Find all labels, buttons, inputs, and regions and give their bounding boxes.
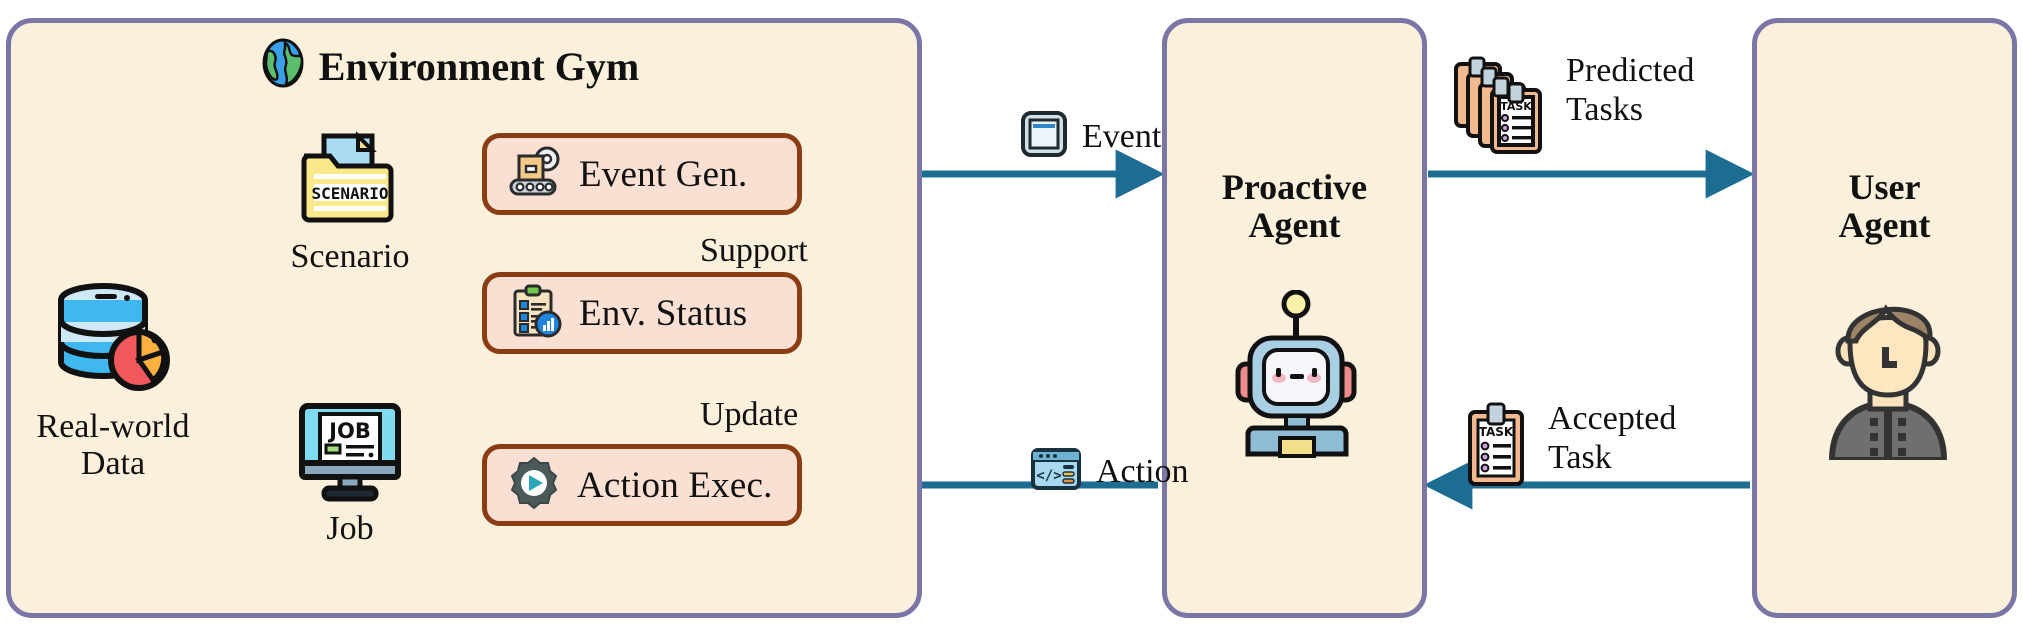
task-clipboard-icon: TASK	[1462, 400, 1534, 497]
task-clipboard-stack-icon: TASK	[1452, 52, 1552, 161]
edge-label-accepted-task-line1: Accepted	[1548, 400, 1677, 437]
user-agent-title: User Agent	[1762, 168, 2007, 244]
conveyor-gear-icon	[507, 146, 563, 203]
user-avatar-icon	[1818, 285, 1958, 463]
edge-label-update: Update	[700, 396, 799, 433]
robot-icon	[1226, 289, 1366, 460]
source-scenario: SCENARIO Scenario	[245, 130, 455, 276]
edge-label-predicted-tasks-line2: Tasks	[1566, 90, 1643, 128]
clipboard-chart-icon	[507, 283, 563, 344]
event-window-icon	[1020, 110, 1068, 163]
process-box-env-status-label: Env. Status	[579, 292, 748, 334]
scenario-folder-icon-text: SCENARIO	[311, 184, 388, 203]
proactive-agent-title: Proactive Agent	[1172, 168, 1417, 244]
edge-label-accepted-task-line2: Task	[1548, 438, 1612, 476]
edge-label-predicted-tasks-line1: Predicted	[1566, 52, 1695, 89]
process-box-event-gen-label: Event Gen.	[579, 153, 748, 195]
proactive-agent-title-line1: Proactive	[1221, 167, 1368, 207]
environment-gym-title-text: Environment Gym	[318, 44, 640, 89]
process-box-action-exec[interactable]: Action Exec.	[482, 444, 802, 526]
database-pie-icon	[43, 283, 183, 404]
process-box-env-status[interactable]: Env. Status	[482, 272, 802, 354]
proactive-agent-title-line2: Agent	[1248, 205, 1341, 246]
source-job-caption: Job	[326, 510, 374, 547]
user-agent-title-line2: Agent	[1838, 205, 1931, 246]
source-scenario-caption: Scenario	[290, 238, 410, 275]
job-monitor-icon: JOB	[294, 403, 406, 506]
source-real-world-data-caption-line2: Data	[80, 444, 146, 482]
svg-text:TASK: TASK	[1479, 425, 1514, 439]
edge-label-predicted-tasks: TASK Predicted Tasks	[1452, 52, 1694, 161]
process-box-action-exec-label: Action Exec.	[577, 464, 773, 506]
source-real-world-data-caption-line1: Real-world	[36, 408, 190, 445]
job-monitor-icon-text: JOB	[327, 419, 371, 443]
source-job: JOB Job	[245, 400, 455, 548]
source-real-world-data: Real-world Data	[8, 280, 218, 482]
code-window-icon: </>	[1030, 447, 1082, 496]
edge-label-event-text: Event	[1082, 117, 1162, 155]
globe-icon	[261, 38, 305, 96]
svg-text:TASK: TASK	[1500, 100, 1532, 113]
process-box-event-gen[interactable]: Event Gen.	[482, 133, 802, 215]
svg-text:</>: </>	[1036, 468, 1061, 484]
user-agent-title-line1: User	[1848, 167, 1921, 207]
edge-label-accepted-task: TASK Accepted Task	[1462, 400, 1676, 497]
scenario-folder-icon: SCENARIO	[294, 131, 406, 234]
edge-label-action: </> Action	[1030, 447, 1189, 496]
environment-gym-title: Environment Gym	[190, 38, 710, 96]
gear-play-icon	[507, 456, 561, 515]
edge-label-support: Support	[700, 232, 808, 269]
edge-label-event: Event	[1020, 110, 1161, 163]
edge-label-action-text: Action	[1096, 452, 1189, 490]
